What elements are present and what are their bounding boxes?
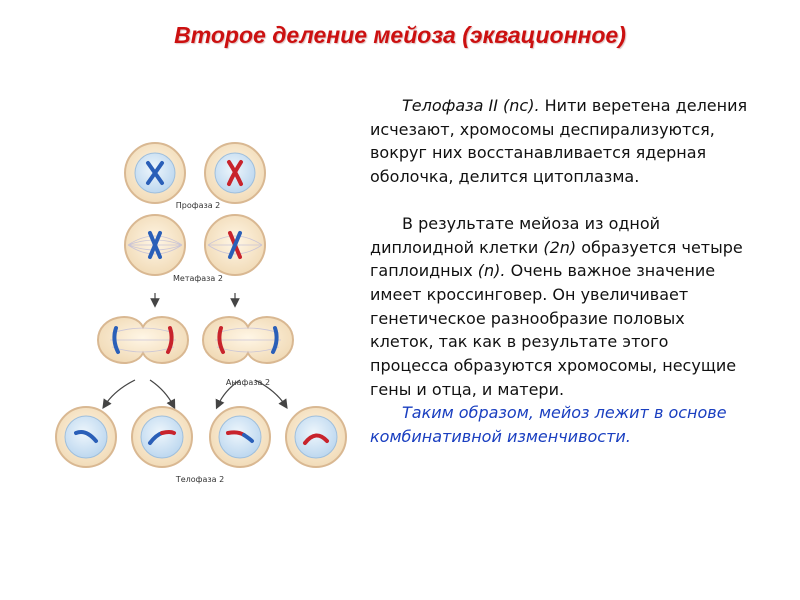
telophase-cell-2 xyxy=(131,406,193,468)
label-metaphase: Метафаза 2 xyxy=(173,274,223,283)
telophase-description: Нити веретена деления исчезают, хромосом… xyxy=(370,96,748,187)
telophase-cell-4 xyxy=(285,406,347,468)
label-telophase: Телофаза 2 xyxy=(175,475,224,484)
result-text-a: В результате мейоза из одной диплоидной … xyxy=(370,213,661,257)
description-text: Телофаза II (nc). Нити веретена деления … xyxy=(370,94,750,449)
anaphase-cell-right xyxy=(201,316,295,364)
haploid-notation: (n). xyxy=(477,261,506,281)
meiosis-diagram: Профаза 2 Метафаза 2 Анафаза 2 xyxy=(55,142,347,484)
anaphase-cell-left xyxy=(96,316,190,364)
paragraph-meiosis-result: В результате мейоза из одной диплоидной … xyxy=(370,212,750,402)
slide-title: Второе деление мейоза (эквационное) xyxy=(174,22,626,48)
telophase-term: Телофаза II (nc). xyxy=(402,96,540,115)
metaphase-cell-left xyxy=(124,214,186,276)
result-text-c: образуется четыре гаплоидных xyxy=(370,237,743,281)
label-prophase: Профаза 2 xyxy=(176,201,221,210)
label-anaphase: Анафаза 2 xyxy=(226,378,270,387)
conclusion-text: Таким образом, мейоз лежит в основе комб… xyxy=(370,403,727,447)
paragraph-telophase: Телофаза II (nc). Нити веретена деления … xyxy=(370,94,750,189)
metaphase-cell-right xyxy=(204,214,266,276)
telophase-cell-3 xyxy=(209,406,271,468)
paragraph-conclusion: Таким образом, мейоз лежит в основе комб… xyxy=(370,401,750,448)
prophase-cell-left xyxy=(124,142,186,204)
result-text-e: Очень важное значение имеет кроссинговер… xyxy=(370,261,737,399)
telophase-cell-1 xyxy=(55,406,117,468)
prophase-cell-right xyxy=(204,142,266,204)
diploid-notation: (2n) xyxy=(543,237,577,257)
